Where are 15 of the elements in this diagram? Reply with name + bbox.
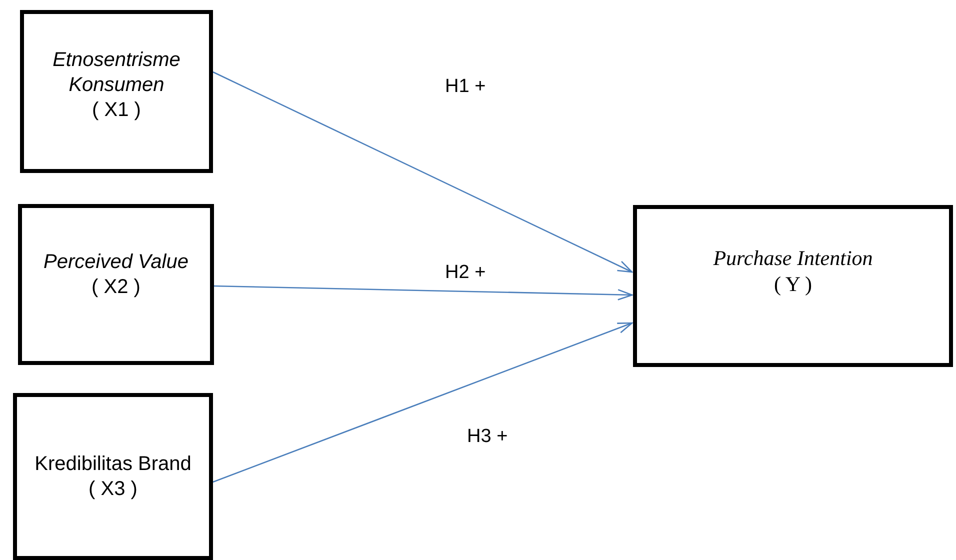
arrow — [212, 322, 633, 483]
arrow — [214, 285, 633, 300]
variable-name: Perceived Value — [44, 250, 188, 274]
variable-box — [18, 204, 214, 365]
variable-name: Kredibilitas Brand — [34, 452, 192, 476]
variable-box — [633, 205, 953, 367]
variable-box — [13, 393, 213, 560]
variable-name: Etnosentrisme Konsumen — [52, 48, 182, 98]
variable-box — [20, 10, 213, 173]
variable-code: ( X3 ) — [88, 476, 138, 502]
variable-code: ( X2 ) — [92, 274, 140, 300]
arrow — [212, 71, 633, 273]
variable-code: ( X1 ) — [92, 98, 141, 123]
variable-code: ( Y ) — [774, 271, 812, 298]
variable-name: Purchase Intention — [713, 244, 873, 271]
